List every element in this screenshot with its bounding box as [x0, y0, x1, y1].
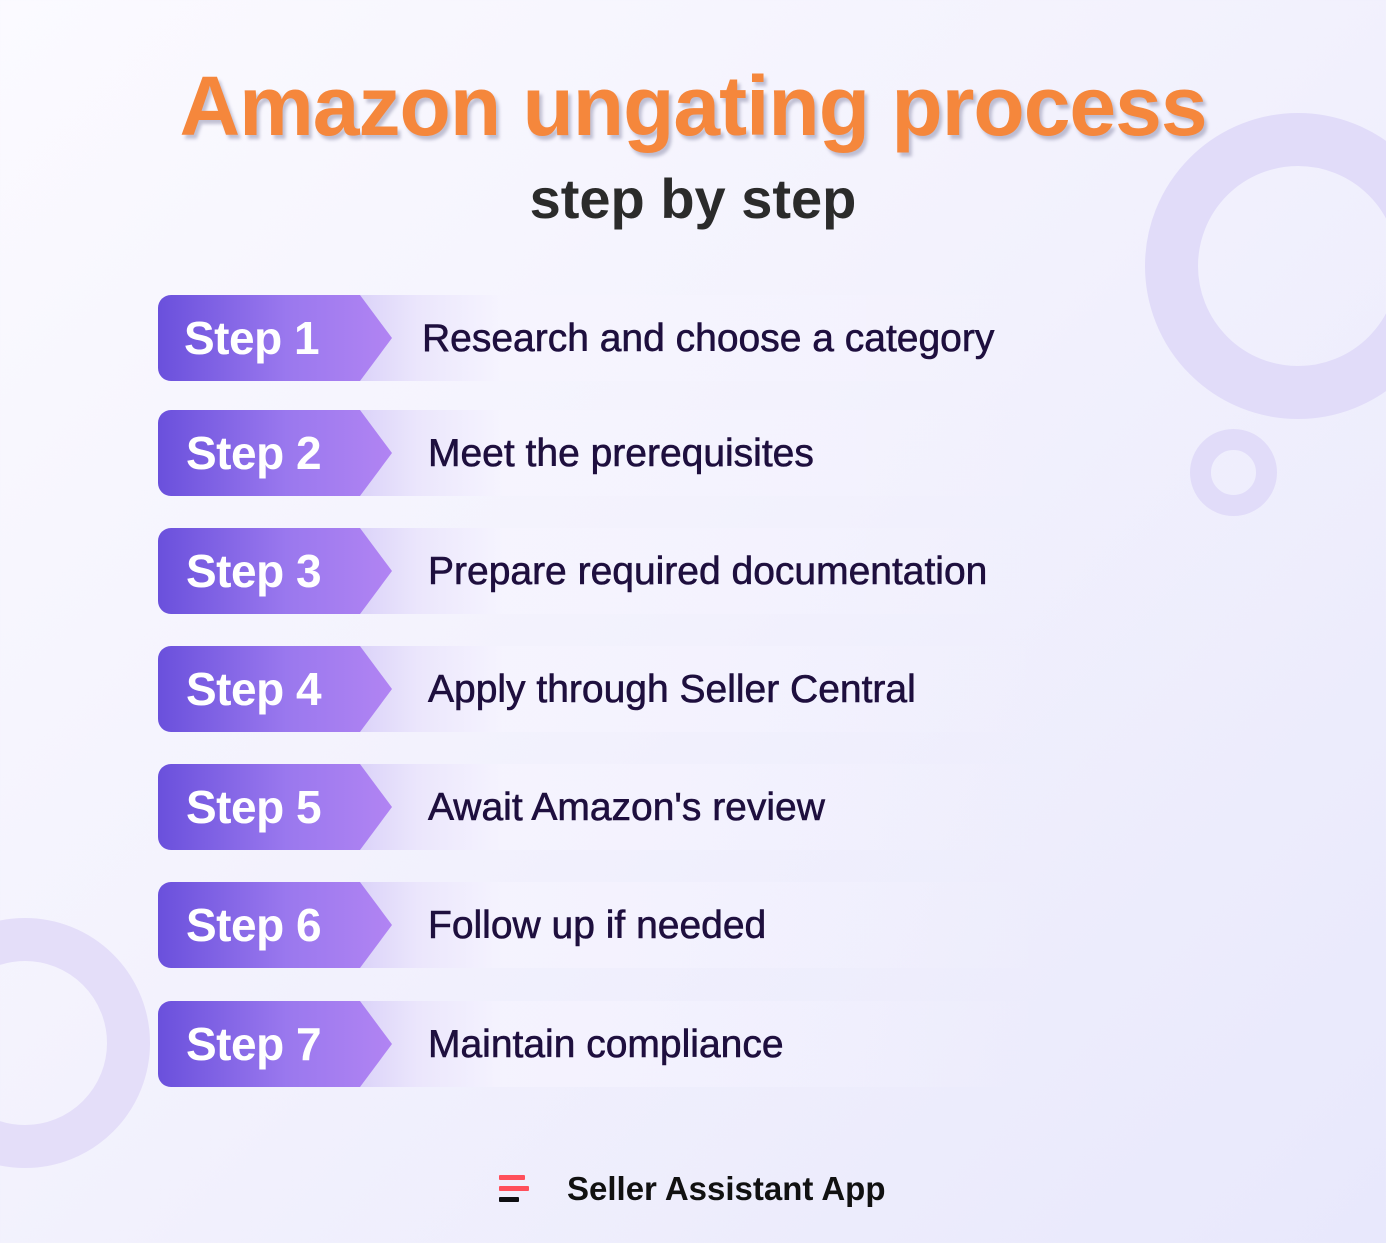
step-badge — [158, 764, 392, 850]
step-description: Research and choose a category — [422, 317, 995, 361]
step-item-1: Step 1 Research and choose a category — [158, 295, 1058, 381]
step-label: Step 5 — [186, 781, 322, 833]
step-description: Await Amazon's review — [428, 786, 826, 830]
step-item-6: Step 6 Follow up if needed — [158, 882, 1058, 968]
step-band — [348, 410, 1048, 496]
step-label: Step 2 — [186, 427, 322, 479]
step-label: Step 7 — [186, 1018, 322, 1070]
stacked-bars-logo-icon — [499, 1175, 531, 1205]
footer-brand: Seller Assistant App — [499, 1168, 899, 1210]
decorative-ring-large — [1145, 113, 1386, 419]
step-item-3: Step 3 Prepare required documentation — [158, 528, 1058, 614]
step-band — [348, 646, 1048, 732]
step-item-4: Step 4 Apply through Seller Central — [158, 646, 1058, 732]
step-description: Apply through Seller Central — [428, 668, 916, 712]
step-label: Step 3 — [186, 545, 322, 597]
step-label: Step 4 — [186, 663, 322, 715]
step-badge — [158, 646, 392, 732]
logo-bar-bottom — [499, 1197, 519, 1202]
page-subtitle: step by step — [529, 167, 857, 230]
step-item-2: Step 2 Meet the prerequisites — [158, 410, 1058, 496]
step-badge — [158, 410, 392, 496]
step-badge — [158, 1001, 392, 1087]
step-description: Meet the prerequisites — [428, 432, 814, 476]
step-label: Step 6 — [186, 899, 322, 951]
step-description: Follow up if needed — [428, 904, 767, 948]
step-item-5: Step 5 Await Amazon's review — [158, 764, 1058, 850]
logo-bar-middle — [499, 1186, 529, 1191]
step-item-7: Step 7 Maintain compliance — [158, 1001, 1058, 1087]
step-band — [348, 882, 1048, 968]
step-band — [348, 528, 1048, 614]
step-label: Step 1 — [184, 312, 320, 364]
step-band — [348, 764, 1048, 850]
step-band — [348, 295, 1048, 381]
step-badge — [158, 882, 392, 968]
step-band — [348, 1001, 1048, 1087]
step-description: Maintain compliance — [428, 1023, 784, 1067]
step-badge — [158, 528, 392, 614]
decorative-ring-small — [1190, 429, 1277, 516]
brand-name: Seller Assistant App — [567, 1170, 886, 1207]
logo-bar-top — [499, 1175, 525, 1180]
decorative-ring-left — [0, 918, 150, 1168]
step-badge — [158, 295, 392, 381]
step-description: Prepare required documentation — [428, 550, 988, 594]
page-title: Amazon ungating process — [179, 59, 1207, 153]
